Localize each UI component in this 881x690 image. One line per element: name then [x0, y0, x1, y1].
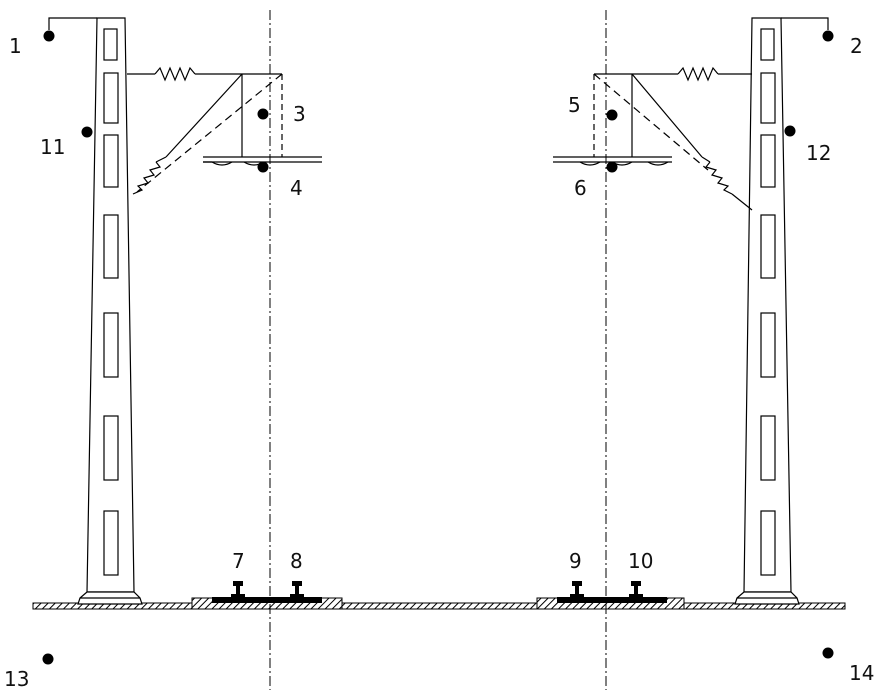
point-5-marker — [606, 109, 618, 121]
label-4: 4 — [290, 176, 303, 200]
ground-strip — [32, 602, 846, 610]
rail-9 — [570, 581, 584, 598]
point-1-marker — [43, 30, 55, 42]
sleeper-right — [557, 597, 667, 603]
label-5: 5 — [568, 93, 581, 117]
point-4-marker — [257, 161, 269, 173]
point-11-marker — [81, 126, 93, 138]
rail-10 — [629, 581, 643, 598]
label-3: 3 — [293, 102, 306, 126]
label-7: 7 — [232, 549, 245, 573]
label-8: 8 — [290, 549, 303, 573]
point-6-marker — [606, 161, 618, 173]
label-1: 1 — [9, 34, 22, 58]
label-11: 11 — [40, 135, 65, 159]
label-6: 6 — [574, 176, 587, 200]
point-3-marker — [257, 108, 269, 120]
label-13: 13 — [4, 667, 29, 690]
label-9: 9 — [569, 549, 582, 573]
label-14: 14 — [849, 661, 874, 685]
point-14-marker — [822, 647, 834, 659]
mast-right — [734, 17, 829, 605]
rail-7 — [231, 581, 245, 598]
label-12: 12 — [806, 141, 831, 165]
point-12-marker — [784, 125, 796, 137]
label-10: 10 — [628, 549, 653, 573]
label-2: 2 — [850, 34, 863, 58]
cantilever-right — [553, 66, 753, 211]
point-2-marker — [822, 30, 834, 42]
point-13-marker — [42, 653, 54, 665]
rail-8 — [290, 581, 304, 598]
sleeper-left — [212, 597, 322, 603]
mast-left — [48, 17, 143, 605]
